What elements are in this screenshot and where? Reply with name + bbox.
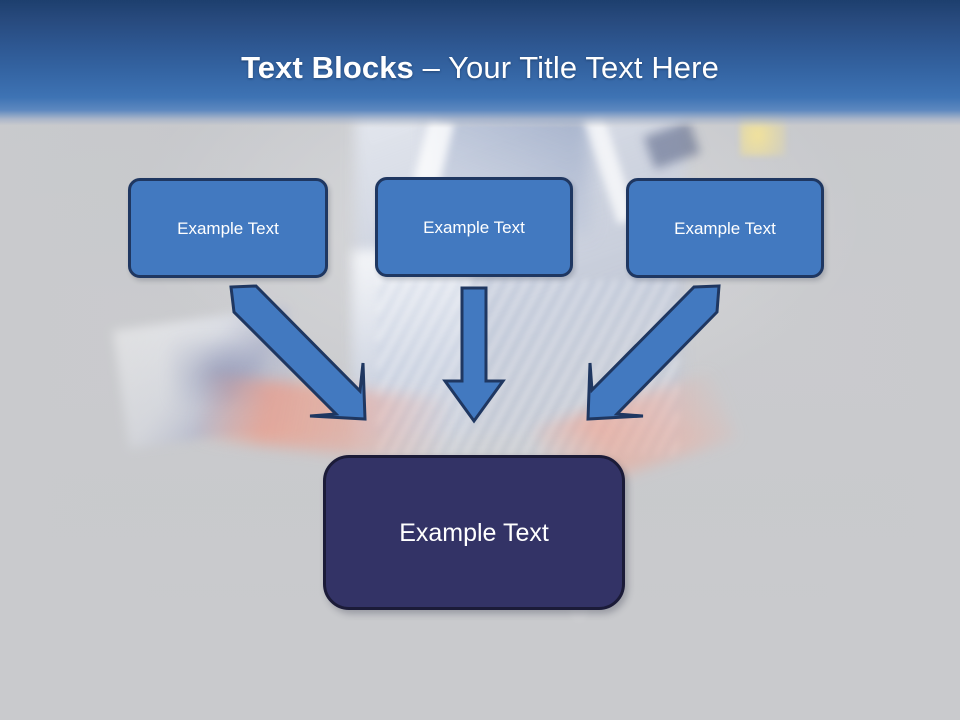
page-title-separator: – <box>413 50 449 85</box>
text-block-box-result-label: Example Text <box>399 518 549 547</box>
text-block-box-result[interactable]: Example Text <box>323 455 625 610</box>
text-block-box-1[interactable]: Example Text <box>128 178 328 278</box>
text-block-box-1-label: Example Text <box>177 218 279 238</box>
text-block-box-2[interactable]: Example Text <box>375 177 573 277</box>
text-block-box-2-label: Example Text <box>423 217 525 237</box>
text-block-box-3-label: Example Text <box>674 218 776 238</box>
page-title-regular: Your Title Text Here <box>448 50 719 85</box>
page-title: Text Blocks – Your Title Text Here <box>0 50 960 86</box>
title-banner: Text Blocks – Your Title Text Here <box>0 0 960 128</box>
text-block-box-3[interactable]: Example Text <box>626 178 824 278</box>
page-title-bold: Text Blocks <box>241 50 414 85</box>
